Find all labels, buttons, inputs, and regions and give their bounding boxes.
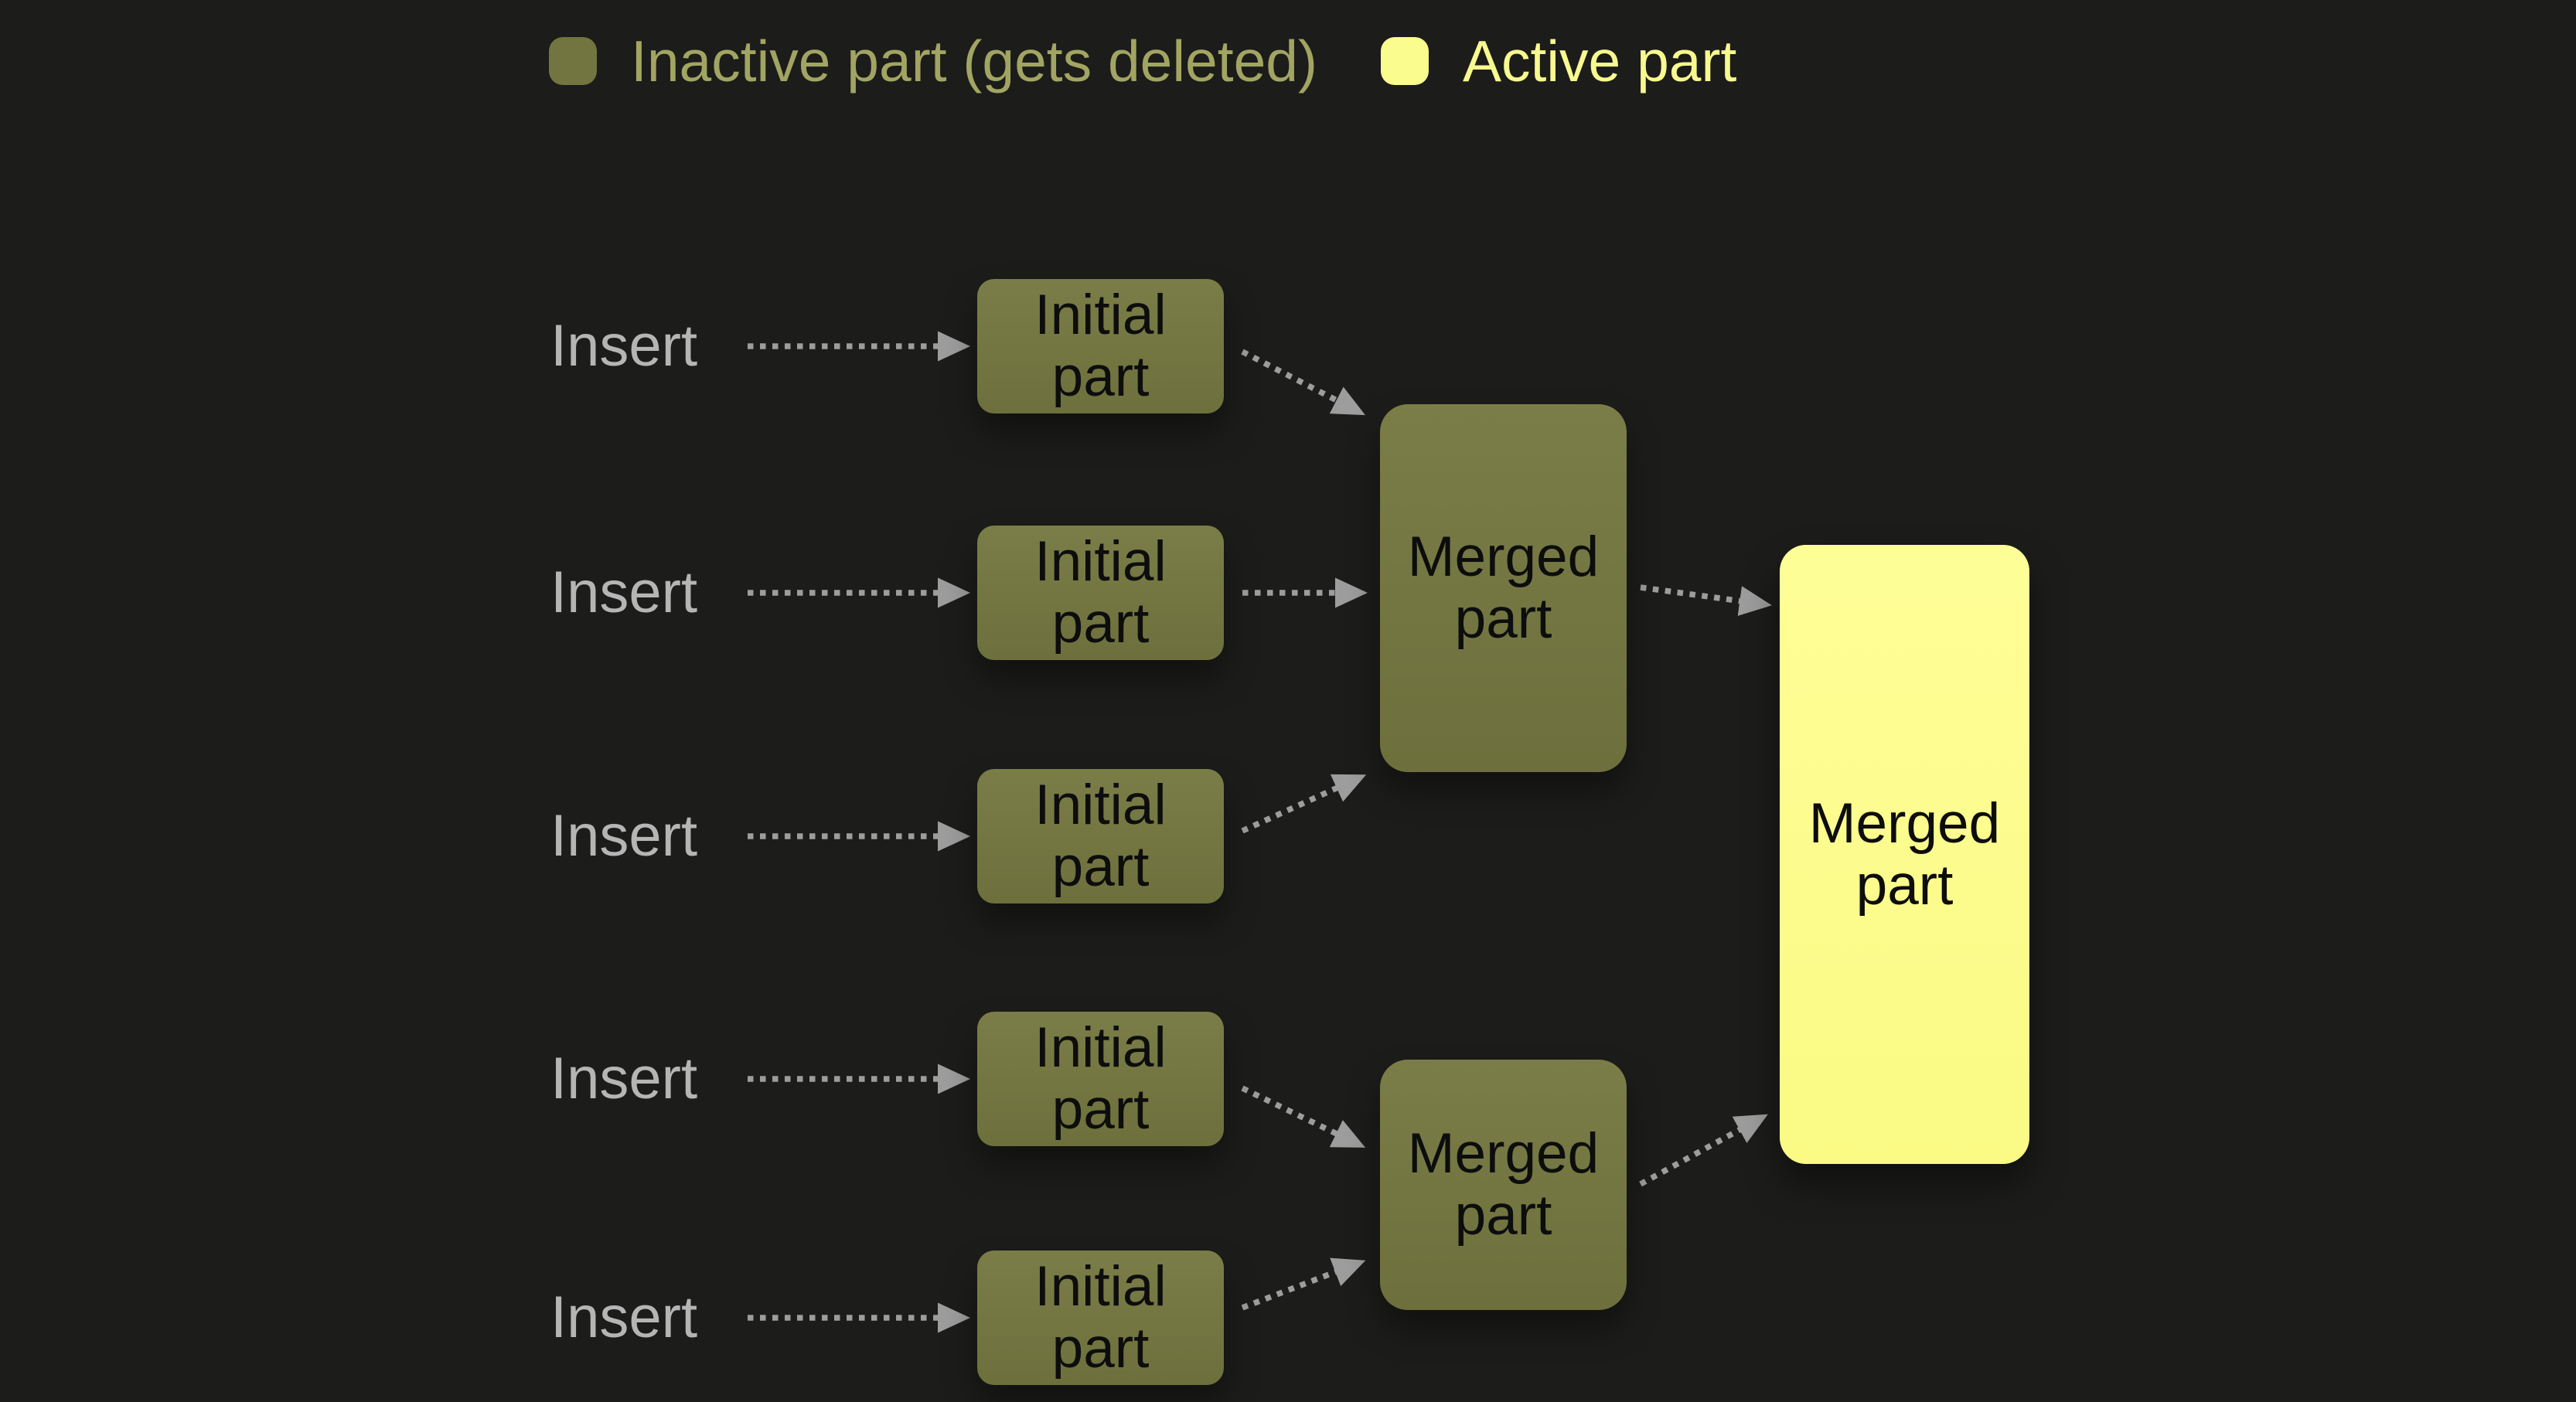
legend-label-active: Active part <box>1463 29 1737 94</box>
insert-label-5: Insert <box>550 1285 698 1350</box>
initial-part-node-1: Initial part <box>977 279 1224 413</box>
initial-part-node-4: Initial part <box>977 1012 1224 1146</box>
arrow-initial3-to-merged1 <box>1241 774 1367 834</box>
initial-part-node-2: Initial part <box>977 526 1224 660</box>
merged-part-label: Merged part <box>1407 526 1600 650</box>
initial-part-label: Initial part <box>1034 1016 1167 1141</box>
initial-part-node-3: Initial part <box>977 769 1224 903</box>
initial-part-label: Initial part <box>1034 284 1167 408</box>
merged-part-node-2: Merged part <box>1380 1060 1627 1310</box>
initial-part-label: Initial part <box>1034 774 1167 898</box>
insert-label-2: Insert <box>550 560 698 625</box>
merged-part-label: Merged part <box>1407 1122 1600 1247</box>
insert-label-4: Insert <box>550 1046 698 1111</box>
insert-label-1: Insert <box>550 313 698 379</box>
arrow-initial1-to-merged1 <box>1241 349 1365 416</box>
legend-label-inactive: Inactive part (gets deleted) <box>631 29 1317 94</box>
legend: Inactive part (gets deleted) Active part <box>549 29 1737 94</box>
arrow-merged2-to-final <box>1639 1114 1768 1187</box>
arrow-initial5-to-merged2 <box>1241 1257 1366 1311</box>
arrow-merged1-to-final <box>1640 584 1772 616</box>
active-swatch-icon <box>1381 37 1429 85</box>
legend-item-active: Active part <box>1381 29 1737 94</box>
initial-part-label: Initial part <box>1034 530 1167 655</box>
merged-part-final-label: Merged part <box>1808 791 2001 917</box>
legend-item-inactive: Inactive part (gets deleted) <box>549 29 1317 94</box>
initial-part-node-5: Initial part <box>977 1251 1224 1385</box>
insert-label-3: Insert <box>550 803 698 869</box>
merged-part-node-1: Merged part <box>1380 404 1627 772</box>
merged-part-node-final: Merged part <box>1780 545 2029 1164</box>
inactive-swatch-icon <box>549 37 597 85</box>
initial-part-label: Initial part <box>1034 1255 1167 1380</box>
arrow-initial4-to-merged2 <box>1241 1085 1366 1148</box>
